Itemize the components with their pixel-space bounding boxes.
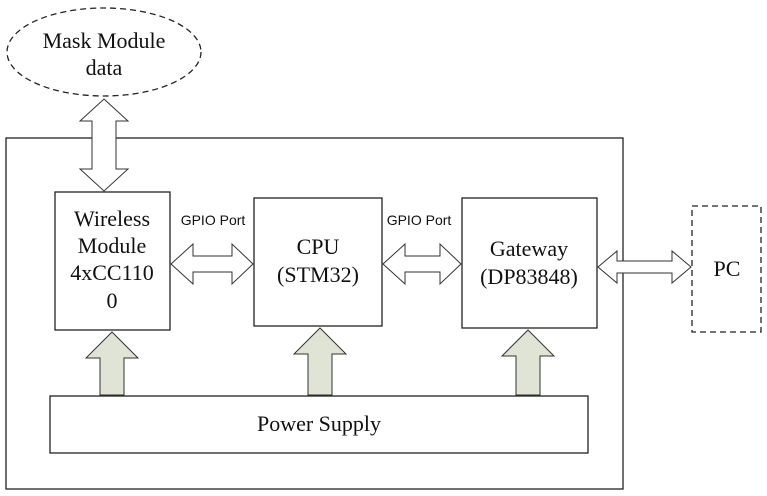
gpio-port-label-wireless-cpu: GPIO Port (181, 212, 246, 228)
power-arrow-gateway (500, 329, 556, 396)
cpu-gateway-double-arrow (382, 242, 462, 286)
mask-module-node (6, 7, 202, 97)
power-arrow-cpu (292, 327, 348, 396)
cpu-label-line1: CPU (297, 234, 340, 259)
cpu-label-line2: (STM32) (277, 262, 359, 287)
mask-wireless-double-arrow (78, 98, 130, 192)
wireless-cpu-double-arrow (170, 242, 254, 286)
mask-module-label-line2: data (86, 55, 123, 80)
gateway-label-line2: (DP83848) (480, 264, 578, 289)
gpio-port-label-cpu-gateway: GPIO Port (387, 212, 452, 228)
power-arrow-wireless (84, 331, 140, 396)
gateway-block (461, 197, 598, 329)
wireless-label-line3: 4xCC110 (70, 260, 154, 285)
pc-node (691, 205, 762, 333)
pc-label: PC (714, 256, 741, 281)
wireless-label-line4: 0 (107, 288, 118, 313)
power-supply-label: Power Supply (257, 411, 381, 436)
wireless-label-line2: Module (78, 233, 146, 258)
power-supply-block (49, 395, 589, 454)
wireless-module-block (54, 191, 171, 331)
gateway-pc-double-arrow (597, 249, 692, 285)
cpu-block (253, 197, 383, 327)
gateway-label-line1: Gateway (490, 236, 568, 261)
wireless-label-line1: Wireless (74, 206, 150, 231)
board-enclosure (5, 137, 624, 490)
mask-module-label-line1: Mask Module (43, 28, 166, 53)
